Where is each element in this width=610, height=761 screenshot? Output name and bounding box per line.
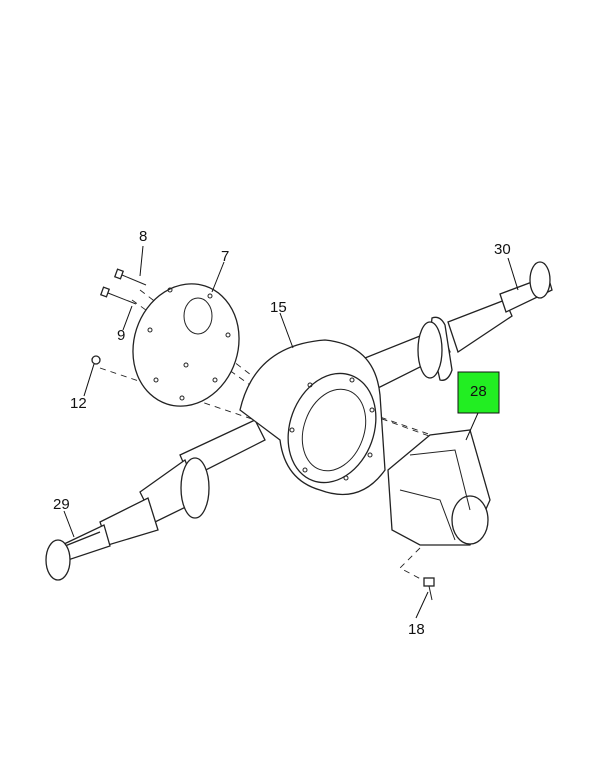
callout-18: 18 xyxy=(408,621,425,638)
differential-carrier xyxy=(387,429,491,546)
housing-bolt-holes xyxy=(289,377,375,481)
cover-bolts xyxy=(91,268,147,365)
callout-7: 7 xyxy=(221,248,229,265)
callout-30: 30 xyxy=(494,241,511,258)
callout-8: 8 xyxy=(139,228,147,245)
callout-9: 9 xyxy=(117,327,125,344)
axle-housing xyxy=(61,275,553,561)
rear-cover xyxy=(132,283,240,407)
callout-labels: 8 7 9 15 30 12 28 29 18 xyxy=(53,228,511,638)
callout-29: 29 xyxy=(53,496,70,513)
leader-lines xyxy=(63,245,519,619)
carrier-bolt xyxy=(423,577,435,601)
axle-shafts xyxy=(45,261,551,581)
callout-15: 15 xyxy=(270,299,287,316)
callout-28: 28 xyxy=(470,383,487,400)
callout-28-highlight xyxy=(457,371,500,414)
callout-12: 12 xyxy=(70,395,87,412)
